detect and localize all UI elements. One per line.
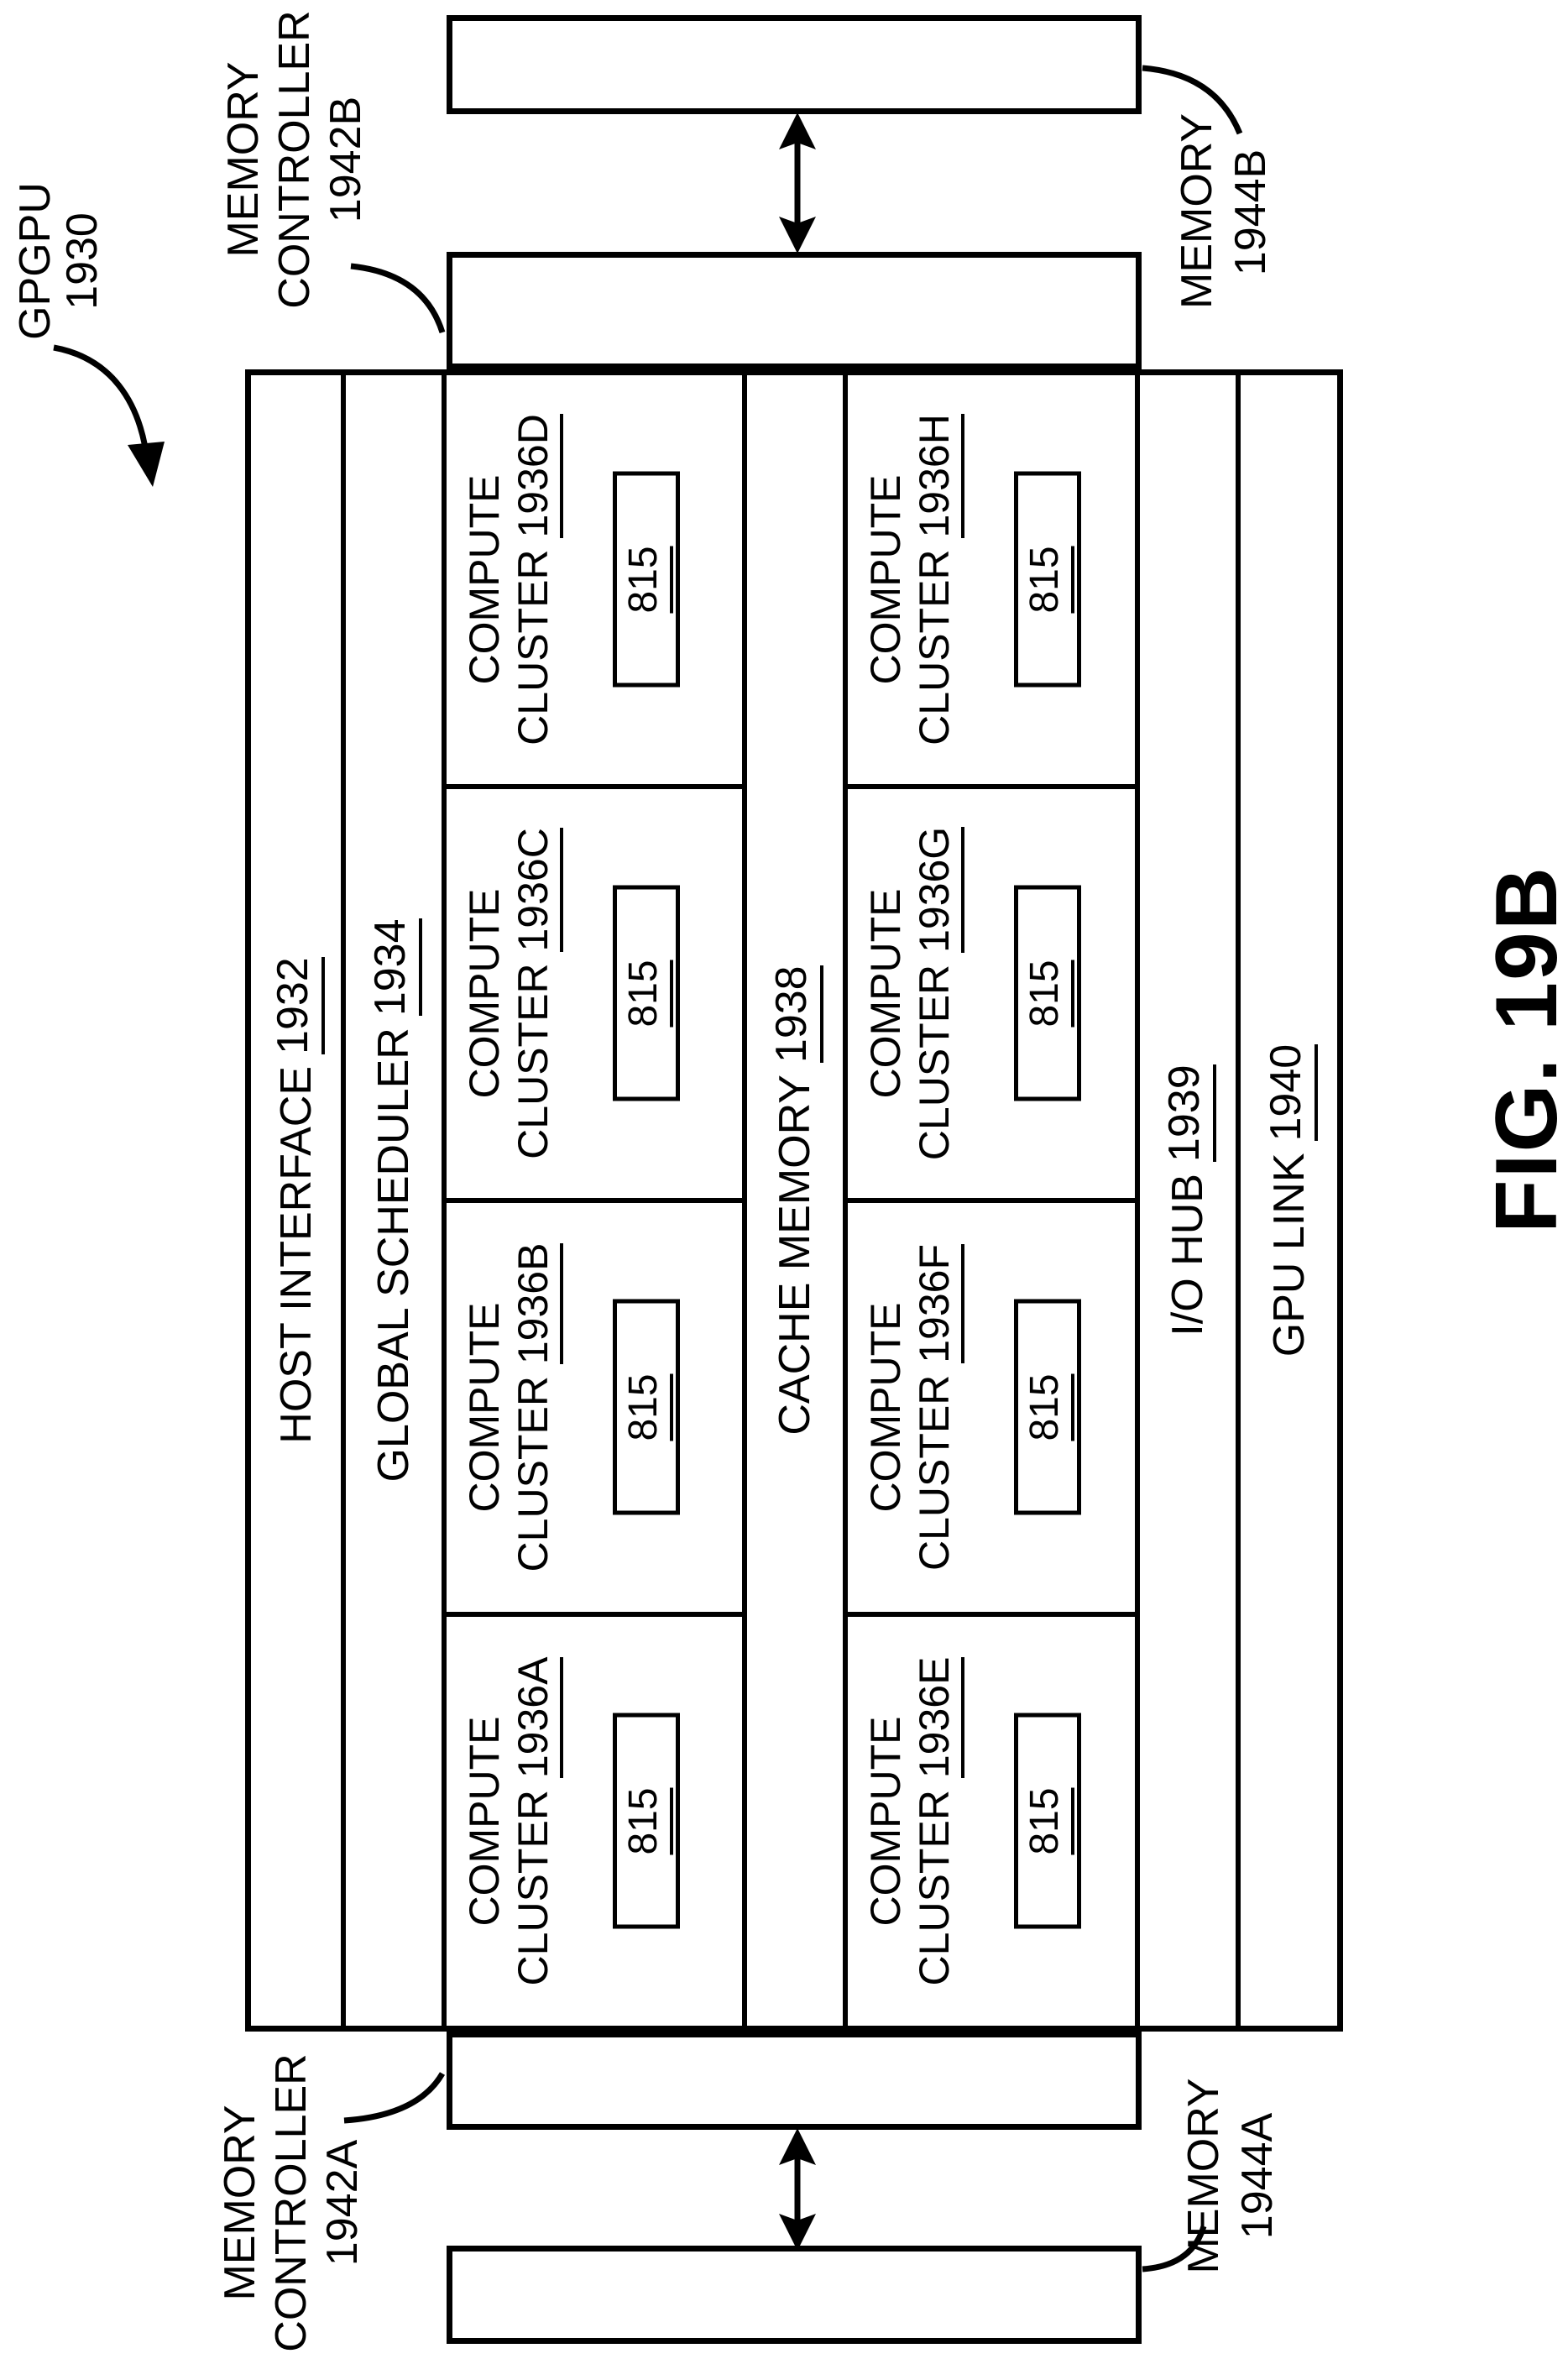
global-scheduler-label: GLOBAL SCHEDULER	[369, 1028, 418, 1483]
cluster-word1: COMPUTE	[862, 1302, 909, 1513]
compute-cluster-1936b: COMPUTE CLUSTER 1936B 815	[447, 1198, 742, 1612]
cluster-word1: COMPUTE	[461, 888, 508, 1099]
cluster-ref: 1936A	[510, 1656, 563, 1779]
cluster-label: COMPUTE CLUSTER 1936A	[460, 1617, 563, 2026]
cluster-word2: CLUSTER 1936E	[910, 1617, 964, 2026]
unit-815-box: 815	[1014, 472, 1081, 688]
cluster-word2: CLUSTER 1936G	[910, 789, 964, 1198]
compute-cluster-row-2: COMPUTE CLUSTER 1936E 815 COMPUTE CLUSTE…	[848, 375, 1140, 2026]
io-hub-ref: 1939	[1159, 1064, 1216, 1163]
cluster-word1: COMPUTE	[862, 888, 909, 1099]
cluster-word1: COMPUTE	[461, 1302, 508, 1513]
unit-815-box: 815	[613, 1300, 680, 1515]
unit-815-ref: 815	[619, 960, 673, 1028]
compute-cluster-1936a: COMPUTE CLUSTER 1936A 815	[447, 1612, 742, 2026]
cluster-ref: 1936H	[911, 414, 964, 538]
memory-controller-1942b-label: MEMORY CONTROLLER 1942B	[219, 10, 370, 309]
cache-memory-bar: CACHE MEMORY 1938	[747, 375, 848, 2026]
unit-815-box: 815	[613, 886, 680, 1101]
gpu-link-bar: GPU LINK 1940	[1241, 375, 1337, 2026]
unit-815-box: 815	[1014, 1713, 1081, 1929]
memory-b-leader	[1142, 65, 1243, 135]
cache-memory-ref: 1938	[766, 965, 823, 1064]
gpgpu-ref: 1930	[58, 212, 107, 310]
cluster-label: COMPUTE CLUSTER 1936C	[460, 789, 563, 1198]
compute-cluster-1936g: COMPUTE CLUSTER 1936G 815	[848, 784, 1135, 1198]
cluster-label: COMPUTE CLUSTER 1936E	[861, 1617, 964, 2026]
global-scheduler-bar: GLOBAL SCHEDULER 1934	[346, 375, 447, 2026]
cluster-word2: CLUSTER 1936D	[509, 375, 563, 784]
cluster-label: COMPUTE CLUSTER 1936G	[861, 789, 964, 1198]
cluster-ref: 1936B	[510, 1242, 563, 1365]
gpgpu-arrowhead-icon	[128, 442, 165, 487]
memory-controller-a-leader	[343, 2072, 446, 2124]
compute-cluster-1936f: COMPUTE CLUSTER 1936F 815	[848, 1198, 1135, 1612]
compute-cluster-1936d: COMPUTE CLUSTER 1936D 815	[447, 375, 742, 784]
unit-815-ref: 815	[1021, 1787, 1074, 1855]
host-interface-bar: HOST INTERFACE 1932	[251, 375, 346, 2026]
cluster-word2: CLUSTER 1936B	[509, 1203, 563, 1612]
cluster-label: COMPUTE CLUSTER 1936F	[861, 1203, 964, 1612]
double-arrow-icon	[766, 2126, 829, 2252]
compute-cluster-1936h: COMPUTE CLUSTER 1936H 815	[848, 375, 1135, 784]
unit-815-box: 815	[613, 1713, 680, 1929]
cluster-ref: 1936F	[911, 1243, 964, 1363]
unit-815-ref: 815	[1021, 960, 1074, 1028]
memory-controller-1942a-box	[447, 2032, 1142, 2130]
unit-815-box: 815	[1014, 886, 1081, 1101]
global-scheduler-ref: 1934	[365, 918, 422, 1017]
cluster-word2: CLUSTER 1936A	[509, 1617, 563, 2026]
unit-815-ref: 815	[1021, 546, 1074, 614]
memory-1944b-box	[447, 15, 1142, 114]
cluster-word1: COMPUTE	[862, 1716, 909, 1927]
double-arrow-icon	[766, 111, 829, 255]
memory-a-leader	[1142, 2225, 1207, 2272]
memory-controller-1942b-box	[447, 252, 1142, 369]
host-interface-ref: 1932	[267, 957, 325, 1054]
cluster-word1: COMPUTE	[862, 474, 909, 685]
memory-controller-1942a-label: MEMORY CONTROLLER 1942A	[216, 2053, 367, 2352]
cluster-ref: 1936C	[510, 828, 563, 952]
cluster-ref: 1936E	[911, 1656, 964, 1779]
cluster-ref: 1936G	[911, 826, 964, 953]
compute-cluster-1936c: COMPUTE CLUSTER 1936C 815	[447, 784, 742, 1198]
memory-controller-b-leader	[350, 263, 446, 334]
compute-cluster-row-1: COMPUTE CLUSTER 1936A 815 COMPUTE CLUSTE…	[447, 375, 747, 2026]
unit-815-box: 815	[613, 472, 680, 688]
gpgpu-title: GPGPU	[11, 182, 60, 340]
gpu-link-ref: 1940	[1260, 1043, 1318, 1142]
memory-1944a-box	[447, 2246, 1142, 2344]
cluster-label: COMPUTE CLUSTER 1936H	[861, 375, 964, 784]
io-hub-bar: I/O HUB 1939	[1140, 375, 1241, 2026]
cluster-word2: CLUSTER 1936C	[509, 789, 563, 1198]
cluster-word2: CLUSTER 1936H	[910, 375, 964, 784]
cluster-ref: 1936D	[510, 414, 563, 538]
unit-815-box: 815	[1014, 1300, 1081, 1515]
gpgpu-pointer-curve	[53, 344, 151, 466]
gpgpu-label: GPGPU 1930	[11, 165, 107, 358]
cluster-word1: COMPUTE	[461, 474, 508, 685]
cluster-word2: CLUSTER 1936F	[910, 1203, 964, 1612]
unit-815-ref: 815	[619, 1373, 673, 1441]
cluster-word1: COMPUTE	[461, 1716, 508, 1927]
cache-memory-label: CACHE MEMORY	[771, 1075, 819, 1436]
cluster-label: COMPUTE CLUSTER 1936B	[460, 1203, 563, 1612]
memory-1944a-label: MEMORY 1944A	[1179, 2078, 1282, 2274]
compute-cluster-1936e: COMPUTE CLUSTER 1936E 815	[848, 1612, 1135, 2026]
memory-1944b-label: MEMORY 1944B	[1173, 112, 1275, 309]
host-interface-label: HOST INTERFACE	[271, 1065, 321, 1444]
unit-815-ref: 815	[619, 546, 673, 614]
unit-815-ref: 815	[619, 1787, 673, 1855]
gpu-link-label: GPU LINK	[1264, 1153, 1314, 1357]
unit-815-ref: 815	[1021, 1373, 1074, 1441]
io-hub-label: I/O HUB	[1163, 1174, 1212, 1336]
figure-caption: FIG. 19B	[1478, 866, 1568, 1233]
cluster-label: COMPUTE CLUSTER 1936D	[460, 375, 563, 784]
